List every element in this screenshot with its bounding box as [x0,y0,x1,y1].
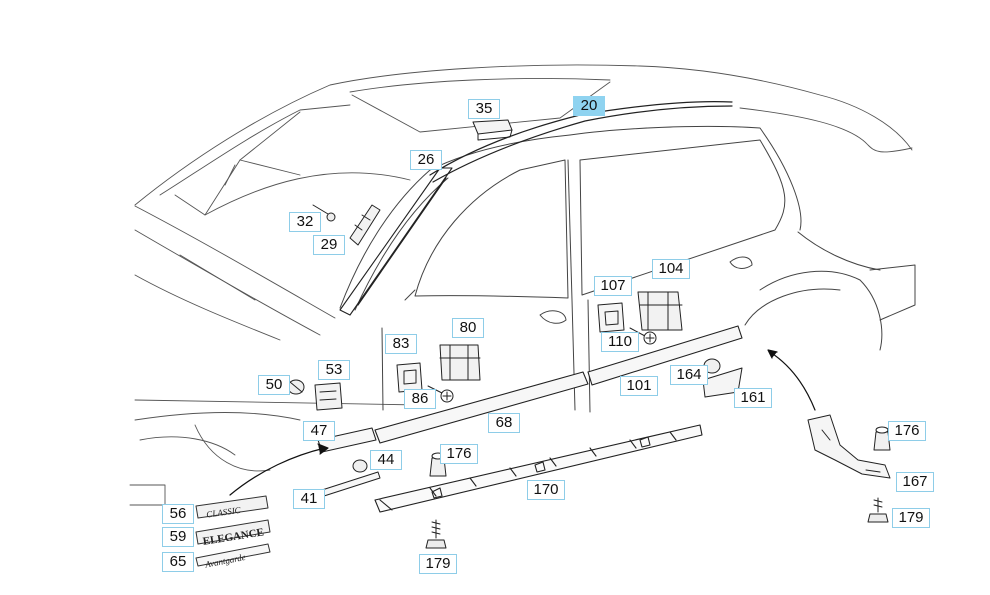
door-frames [339,125,916,413]
screw-part-110 [629,327,657,345]
screw-part-179-sill [425,519,447,549]
callout-part-161[interactable]: 161 [734,388,772,408]
badge-avantgarde: Avantgarde [195,543,271,570]
badge-elegance: ELEGANCE [195,519,271,548]
bracket-part-167 [807,414,891,479]
clip-part-83 [396,362,423,393]
bracket-part-29 [349,204,381,246]
callout-part-56[interactable]: 56 [162,504,194,524]
clip-part-80 [439,344,481,381]
callout-part-50[interactable]: 50 [258,375,290,395]
screw-part-179-bracket [867,497,889,523]
a-pillar-strip-part-26 [339,167,453,316]
callout-part-59[interactable]: 59 [162,527,194,547]
car-body-outline [129,64,913,506]
clip-part-104 [637,291,683,331]
nut-part-44 [352,459,368,473]
arrow-bracket-to-wheel [767,349,816,411]
callout-part-32[interactable]: 32 [289,212,321,232]
callout-part-176-sill[interactable]: 176 [440,444,478,464]
sill-panel-part-170 [374,424,703,513]
bracket-part-53 [314,382,343,411]
callout-part-20[interactable]: 20 [573,96,605,116]
svg-text:CLASSIC: CLASSIC [206,505,243,520]
callout-part-80[interactable]: 80 [452,318,484,338]
callout-part-164[interactable]: 164 [670,365,708,385]
callout-part-179-bracket[interactable]: 179 [892,508,930,528]
callout-part-68[interactable]: 68 [488,413,520,433]
callout-part-44[interactable]: 44 [370,450,402,470]
clip-part-35 [472,119,513,141]
callout-part-26[interactable]: 26 [410,150,442,170]
arrow-emblem-to-car [229,443,329,496]
bolt-part-32 [312,204,336,222]
badge-classic: CLASSIC [195,495,269,520]
callout-part-179-sill[interactable]: 179 [419,554,457,574]
clip-part-107 [597,302,625,333]
callout-part-35[interactable]: 35 [468,99,500,119]
callout-part-47[interactable]: 47 [303,421,335,441]
callout-part-29[interactable]: 29 [313,235,345,255]
callout-part-170[interactable]: 170 [527,480,565,500]
plug-part-50 [287,379,305,395]
callout-part-110[interactable]: 110 [601,332,639,352]
callout-part-101[interactable]: 101 [620,376,658,396]
molding-part-101 [587,325,743,386]
callout-part-65[interactable]: 65 [162,552,194,572]
callout-part-83[interactable]: 83 [385,334,417,354]
plug-part-176-bracket [873,426,891,451]
callout-part-176-bracket[interactable]: 176 [888,421,926,441]
molding-part-68 [374,371,589,444]
callout-part-167[interactable]: 167 [896,472,934,492]
clip-part-41 [321,471,381,497]
callout-part-86[interactable]: 86 [404,389,436,409]
callout-part-107[interactable]: 107 [594,276,632,296]
callout-part-53[interactable]: 53 [318,360,350,380]
callout-part-104[interactable]: 104 [652,259,690,279]
callout-part-41[interactable]: 41 [293,489,325,509]
